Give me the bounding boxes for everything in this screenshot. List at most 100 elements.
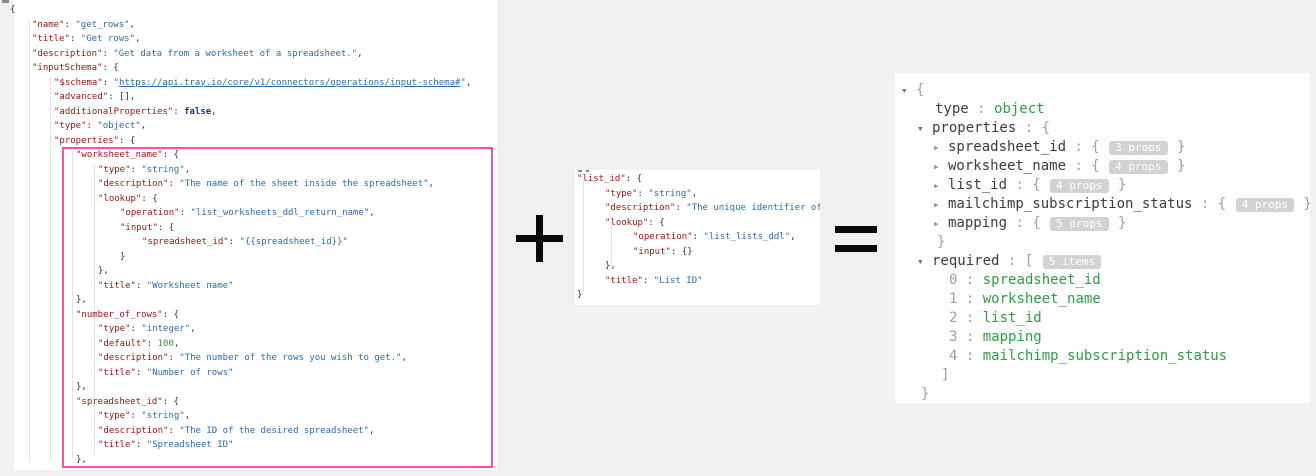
code-token: : { [102,63,119,73]
code-token: "list_lists_ddl" [703,232,791,242]
code-token: : [228,237,240,247]
code-token: : [168,425,180,436]
code-line: "type": "integer", [4,322,504,337]
count-badge: 5 items [1042,254,1101,269]
code-token: : [637,188,649,199]
code-token: "lookup" [605,217,649,228]
tree-row: 3 : mapping [895,328,1310,347]
code-token: "title" [98,280,136,291]
code-token: : [86,121,98,131]
code-token: "get_rows" [75,19,130,30]
code-line: "spreadsheet_id": { [4,395,504,410]
code-token: , [211,106,217,117]
code-token: : { [141,193,158,204]
code-line: "operation": "list_lists_ddl", [575,230,820,245]
code-token: }, [76,295,87,305]
tree-token: worksheet_name [982,291,1101,307]
code-line: "description": "The name of the sheet in… [4,177,504,192]
code-token: , [790,232,796,242]
tree-row: ▸list_id : { 4 props } [895,176,1310,195]
code-token: "default" [98,338,147,349]
code-token: }, [605,261,616,271]
tree-token: : { [1007,177,1050,193]
code-line: "$schema": "https://api.tray.io/core/v1/… [4,76,504,91]
code-line: "additionalProperties": false, [4,105,504,120]
code-token: "integer" [141,324,191,334]
code-line: "description": "The ID of the desired sp… [4,424,504,439]
code-token: false [184,106,212,117]
code-token: "input" [633,246,671,257]
code-token: , [465,77,472,88]
code-token: : [102,77,114,88]
expand-toggle-icon[interactable]: ▸ [933,141,940,154]
expand-toggle-icon[interactable]: ▸ [933,160,940,173]
tree-token: : [968,101,995,117]
code-token: "type" [98,324,131,334]
collapse-toggle-icon[interactable]: ▾ [917,122,924,135]
expand-toggle-icon[interactable]: ▸ [933,198,940,211]
count-badge: 3 props [1109,140,1168,155]
code-token: : [130,164,142,175]
code-token: , [369,208,375,218]
code-token: "properties" [54,135,120,146]
code-token: , [184,411,191,421]
count-badge: 4 props [1109,159,1168,174]
code-token: : [], [108,92,136,102]
indent-guide [50,78,51,460]
tree-row: ▸mailchimp_subscription_status : { 4 pro… [895,195,1310,214]
code-token: "advanced" [54,92,109,102]
code-token: : [675,203,687,213]
code-token: : { [162,396,179,407]
code-token: }, [98,266,109,276]
tree-token: : [957,329,983,345]
tree-token: { [916,82,925,98]
code-token: "lookup" [98,193,142,204]
tree-token: properties [932,120,1017,136]
code-line: "title": "List ID" [575,274,820,289]
code-line: "advanced": [], [4,90,504,105]
code-token: "description" [98,179,169,189]
collapse-toggle-icon[interactable]: ▾ [917,255,924,268]
code-line: } [575,288,820,303]
code-token: : { [119,135,136,146]
plus-icon [516,215,563,262]
code-token: } [577,290,583,300]
code-token: : [69,34,81,44]
schema-url-link[interactable]: https://api.tray.io/core/v1/connectors/o… [119,77,461,88]
code-token: "operation" [633,232,693,242]
list-id-snippet-code: "list_id": {"type": "string","descriptio… [575,172,820,303]
code-line: "spreadsheet_id": "{{spreadsheet_id}}" [4,235,504,250]
code-line: "title": "Worksheet name" [4,279,504,294]
code-token: : { [157,222,175,233]
list-id-snippet-panel: "list_id": {"type": "string","descriptio… [575,170,820,305]
code-token: "title" [98,367,136,378]
collapse-toggle-icon[interactable]: ▾ [901,84,908,97]
code-token: : [642,275,654,286]
tree-token: } [937,234,946,250]
tree-token: : [957,310,983,326]
tree-token: : [957,272,983,288]
tree-token: 0 [949,272,958,288]
code-token: } [120,251,126,262]
code-token: : [168,353,180,363]
tree-row: ] [895,366,1310,385]
json-schema-code-panel [14,0,497,470]
tree-row: 1 : worksheet_name [895,290,1310,309]
expand-toggle-icon[interactable]: ▸ [933,217,940,230]
expand-toggle-icon[interactable]: ▸ [933,179,940,192]
tree-row: 4 : mailchimp_subscription_status [895,347,1310,366]
code-token: , [129,19,135,30]
code-line: "description": "The number of the rows y… [4,351,504,366]
tree-token: : { [1066,158,1109,174]
tree-token: } [921,386,930,402]
code-token: "The unique identifier of [686,203,820,213]
code-token: , [134,34,141,44]
code-token: , [357,48,363,59]
code-token: "The ID of the desired spreadsheet" [179,425,369,436]
code-token: , [401,353,407,363]
tree-token: mailchimp_subscription_status [948,196,1193,212]
code-line: "properties": { [4,134,504,149]
tree-token: spreadsheet_id [982,272,1101,288]
tree-row: type : object [895,100,1310,119]
count-badge: 4 props [1050,178,1109,193]
